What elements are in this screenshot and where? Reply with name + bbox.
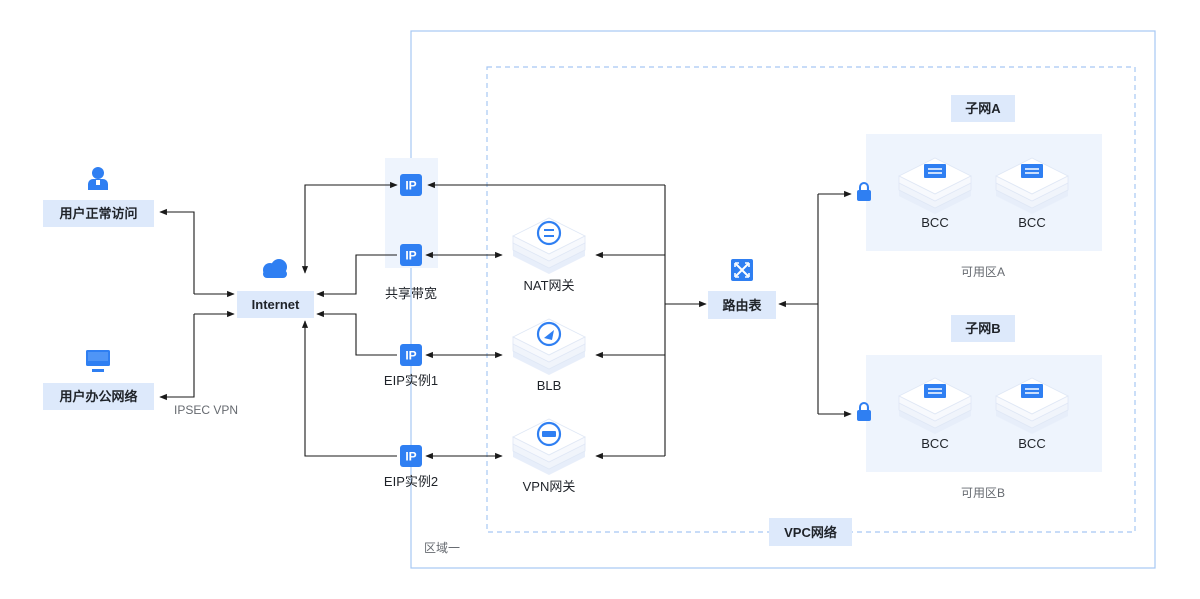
ip-badge-eip2: IP bbox=[400, 445, 422, 467]
user-icon bbox=[88, 167, 108, 190]
server-icon bbox=[995, 377, 1069, 435]
shared-bandwidth-label: 共享带宽 bbox=[385, 286, 437, 301]
zone-b-label: 可用区B bbox=[961, 486, 1005, 500]
user-normal-box bbox=[43, 200, 154, 227]
subnet-a-label: 子网A bbox=[965, 101, 1001, 116]
ip-badge-shared-2: IP bbox=[400, 244, 422, 266]
svg-text:IP: IP bbox=[405, 179, 416, 193]
connectors bbox=[159, 181, 852, 460]
region-boundary bbox=[410, 30, 1156, 569]
vpc-label: VPC网络 bbox=[784, 525, 837, 540]
bcc-label: BCC bbox=[1018, 436, 1045, 451]
ipsec-vpn-label: IPSEC VPN bbox=[174, 403, 238, 417]
blb-label: BLB bbox=[537, 378, 562, 393]
svg-text:IP: IP bbox=[405, 249, 416, 263]
internet-label: Internet bbox=[252, 297, 300, 312]
ip-badge-eip1: IP bbox=[400, 344, 422, 366]
region-label: 区域一 bbox=[424, 541, 460, 555]
user-office-box bbox=[43, 383, 154, 410]
subnet-b-box bbox=[951, 315, 1015, 342]
ip-badge-shared-1: IP bbox=[400, 174, 422, 196]
subnet-a-box bbox=[951, 95, 1015, 122]
bcc-label: BCC bbox=[921, 215, 948, 230]
zone-a-label: 可用区A bbox=[961, 265, 1005, 279]
vpc-label-box bbox=[769, 518, 852, 546]
eip1-label: EIP实例1 bbox=[384, 373, 438, 388]
bcc-label: BCC bbox=[1018, 215, 1045, 230]
vpc-boundary bbox=[486, 66, 1136, 533]
nat-label: NAT网关 bbox=[523, 278, 574, 293]
route-table-label: 路由表 bbox=[722, 298, 762, 313]
server-icon bbox=[898, 377, 972, 435]
nat-gateway-icon bbox=[512, 217, 586, 275]
router-icon bbox=[731, 259, 753, 281]
cloud-icon bbox=[263, 259, 287, 278]
subnet-b-label: 子网B bbox=[965, 321, 1000, 336]
internet-box bbox=[237, 291, 314, 318]
monitor-icon bbox=[86, 350, 110, 372]
svg-text:IP: IP bbox=[405, 349, 416, 363]
server-icon bbox=[898, 157, 972, 215]
route-table-box bbox=[708, 291, 776, 319]
vpn-label: VPN网关 bbox=[523, 479, 576, 494]
load-balancer-icon bbox=[512, 318, 586, 376]
eip2-label: EIP实例2 bbox=[384, 474, 438, 489]
bcc-label: BCC bbox=[921, 436, 948, 451]
user-office-label: 用户办公网络 bbox=[58, 389, 137, 404]
user-normal-label: 用户正常访问 bbox=[58, 206, 137, 221]
vpn-gateway-icon bbox=[512, 418, 586, 476]
server-icon bbox=[995, 157, 1069, 215]
svg-text:IP: IP bbox=[405, 450, 416, 464]
